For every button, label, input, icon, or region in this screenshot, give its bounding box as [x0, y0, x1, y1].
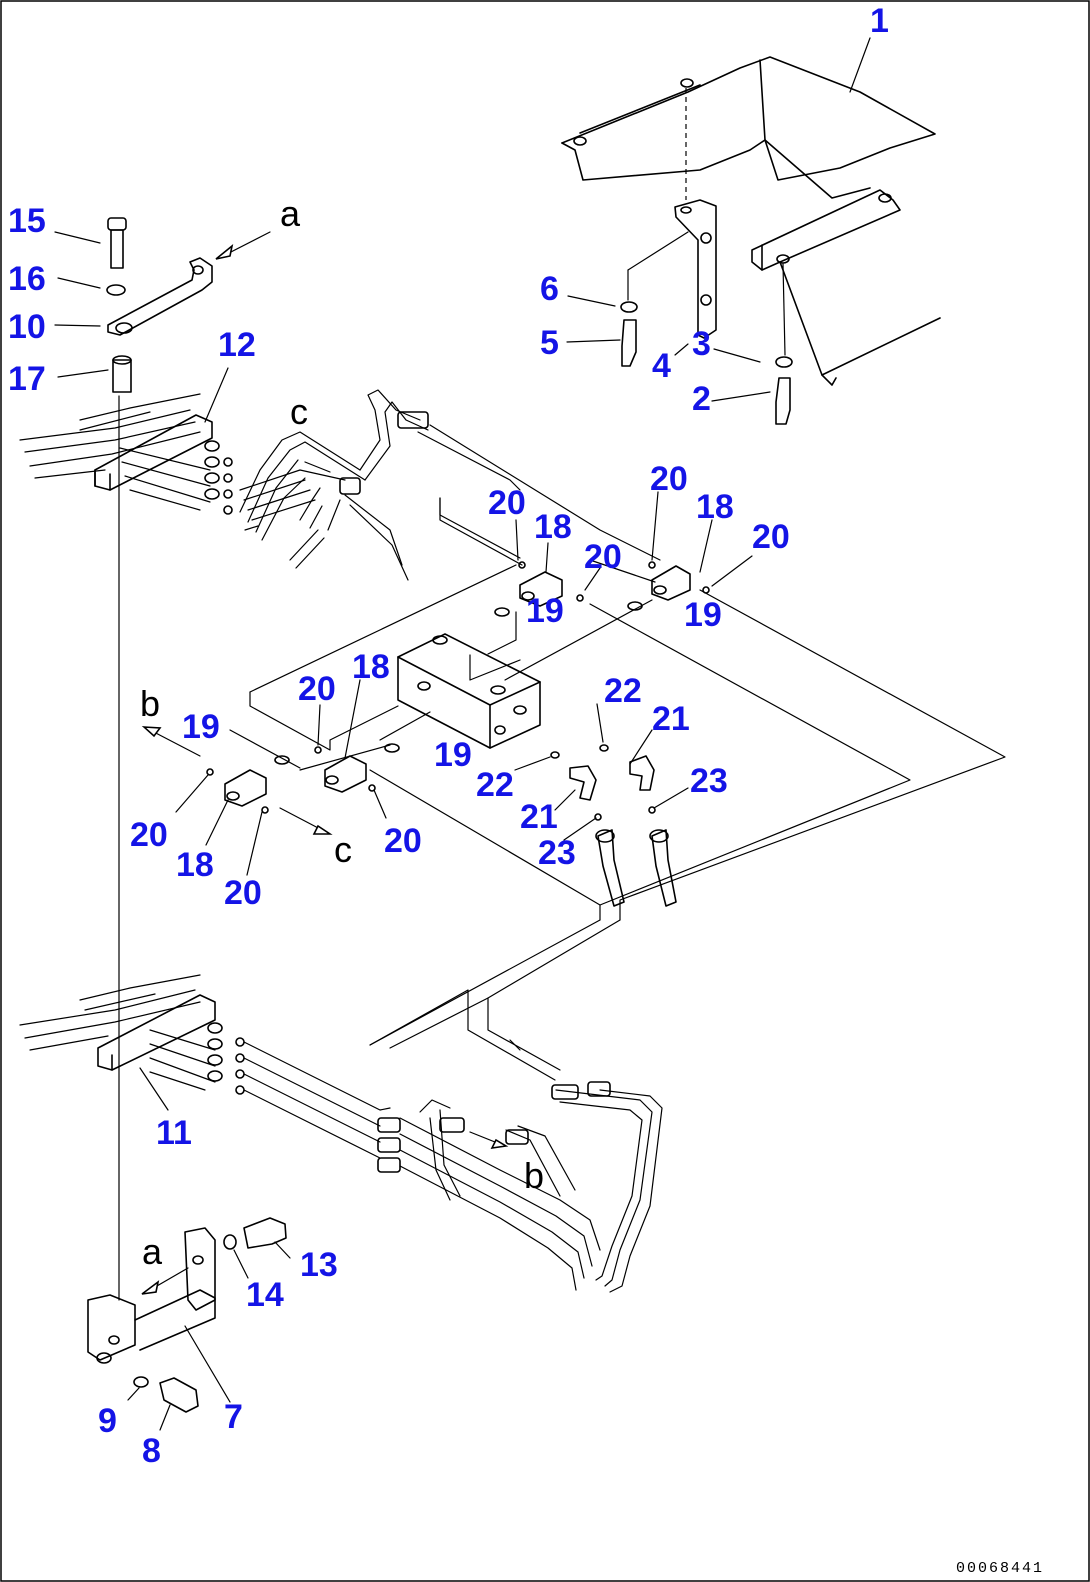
callout-20-b: 20: [584, 538, 622, 576]
bolt-5: [621, 319, 637, 367]
callout-6: 6: [540, 270, 559, 308]
view-marker-labels: a c b c b a: [140, 193, 544, 1272]
view-marker-c-mid: c: [334, 829, 352, 870]
bolt-13: [243, 1217, 287, 1249]
callout-20-h: 20: [384, 822, 422, 860]
callout-23-b: 23: [538, 834, 576, 872]
callout-9: 9: [98, 1402, 117, 1440]
lower-tubes: [243, 919, 663, 1293]
washer-14: [223, 1234, 237, 1250]
fitting-18-a: [519, 571, 563, 607]
cover-assembly: [561, 56, 941, 425]
callout-20-g: 20: [224, 874, 262, 912]
bolt-8: [159, 1377, 199, 1413]
hose-b: [651, 829, 677, 907]
callout-20-f: 20: [130, 816, 168, 854]
valve-block: [379, 633, 541, 749]
washer-3: [775, 356, 793, 368]
drawing-code: 00068441: [956, 1560, 1044, 1577]
callout-11: 11: [156, 1114, 192, 1152]
elbow-21-b: [629, 755, 655, 791]
callout-19-c: 19: [182, 708, 220, 746]
washer-9: [133, 1376, 149, 1388]
lower-tube-clamp-assembly: [19, 974, 245, 1095]
callout-14: 14: [246, 1276, 284, 1314]
callout-19-d: 19: [434, 736, 472, 774]
assembly-lines: [229, 497, 653, 906]
hose-a: [597, 829, 625, 907]
callout-2: 2: [692, 380, 711, 418]
view-marker-a-top: a: [280, 193, 301, 234]
oring-19-b: [627, 601, 643, 611]
callout-15: 15: [8, 202, 46, 240]
callout-20-c: 20: [650, 460, 688, 498]
callout-4: 4: [652, 347, 671, 385]
callout-12: 12: [218, 326, 256, 364]
callout-19-b: 19: [684, 596, 722, 634]
elbow-21-a: [569, 765, 597, 801]
lower-bracket-assembly: [87, 1217, 287, 1413]
callout-3: 3: [692, 325, 711, 363]
callout-13: 13: [300, 1246, 338, 1284]
callout-20-a: 20: [488, 484, 526, 522]
callout-20-d: 20: [752, 518, 790, 556]
oring-19-d: [384, 743, 400, 753]
callout-22-a: 22: [604, 672, 642, 710]
callout-10: 10: [8, 308, 46, 346]
callout-18-d: 18: [176, 846, 214, 884]
bolt-2: [775, 377, 791, 425]
callout-16: 16: [8, 260, 46, 298]
callout-20-e: 20: [298, 670, 336, 708]
view-marker-a-low: a: [142, 1231, 163, 1272]
callout-5: 5: [540, 324, 559, 362]
washer-6: [620, 301, 638, 313]
callout-17: 17: [8, 360, 46, 398]
upper-tube-clamp-assembly: [19, 217, 233, 1301]
view-arrows: [141, 231, 509, 1295]
fitting-18-c: [324, 755, 367, 793]
callout-7: 7: [224, 1398, 243, 1436]
upper-right-fittings: [494, 561, 710, 617]
callout-labels: 1 2 3 4 5 6 15 16 10 17 12 20 18 20 19 2…: [8, 2, 889, 1470]
view-marker-b-mid: b: [140, 683, 160, 724]
oring-19-c: [274, 755, 290, 765]
callout-21-a: 21: [652, 700, 690, 738]
callout-18-c: 18: [352, 648, 390, 686]
callout-1: 1: [870, 2, 889, 40]
fitting-18-b: [651, 565, 691, 601]
oring-19-a: [494, 607, 510, 617]
callout-21-b: 21: [520, 798, 558, 836]
callout-23-a: 23: [690, 762, 728, 800]
leader-lines: [54, 37, 871, 1431]
callout-19-a: 19: [526, 592, 564, 630]
upper-bent-tubes: [239, 389, 1006, 921]
callout-22-b: 22: [476, 766, 514, 804]
hose-fittings: [550, 744, 677, 907]
callout-18-b: 18: [696, 488, 734, 526]
callout-8: 8: [142, 1432, 161, 1470]
view-marker-c-top: c: [290, 391, 308, 432]
middle-left-fittings: [206, 743, 400, 814]
upper-fittings: [204, 440, 233, 515]
callout-18-a: 18: [534, 508, 572, 546]
view-marker-b-low: b: [524, 1155, 544, 1196]
fitting-18-d: [224, 769, 267, 807]
